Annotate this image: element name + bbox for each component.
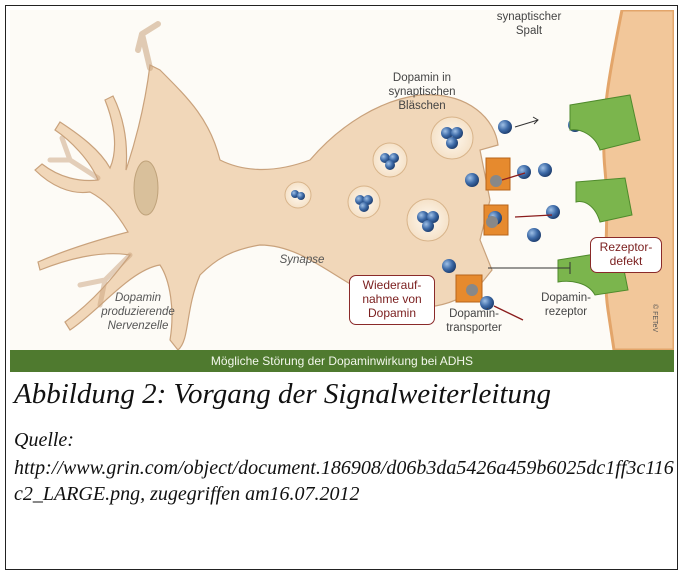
callout-reuptake: Wiederauf- nahme von Dopamin: [349, 275, 435, 325]
label-synapse: Synapse: [272, 253, 332, 267]
label-dopamine-vesicles: Dopamin in synaptischen Bläschen: [377, 71, 467, 113]
label-producing-neuron: Dopamin produzierende Nervenzelle: [88, 291, 188, 333]
label-dopamine-receptor: Dopamin- rezeptor: [530, 291, 602, 319]
label-synaptic-cleft: synaptischer Spalt: [484, 10, 574, 38]
nucleus: [134, 161, 158, 215]
source-citation: Quelle: http://www.grin.com/object/docum…: [14, 427, 674, 507]
source-label: Quelle:: [14, 427, 674, 453]
figure-illustration: Dopamin in synaptischen Bläschen synapti…: [10, 10, 674, 372]
figure-caption: Abbildung 2: Vorgang der Signalweiterlei…: [14, 378, 551, 411]
label-dopamine-transporter: Dopamin- transporter: [431, 307, 517, 335]
figure-banner: Mögliche Störung der Dopaminwirkung bei …: [10, 350, 674, 372]
source-text: http://www.grin.com/object/document.1869…: [14, 455, 674, 507]
callout-receptor-defect: Rezeptor- defekt: [590, 237, 662, 273]
copyright-notice: © FETeV: [651, 304, 658, 332]
